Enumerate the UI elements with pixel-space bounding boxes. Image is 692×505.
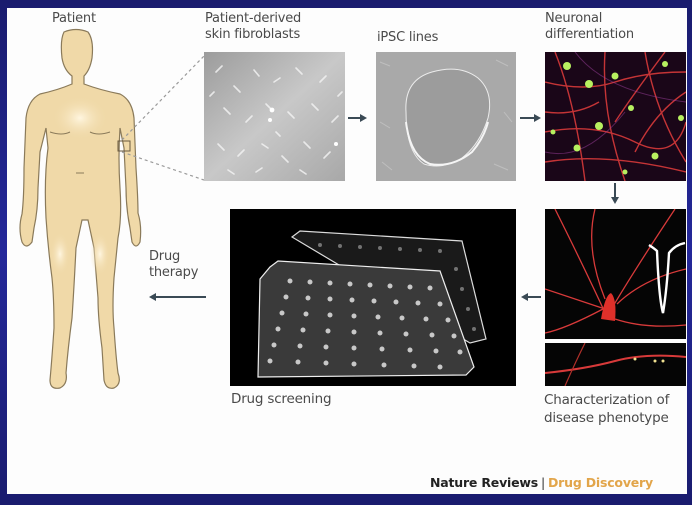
arrow-right-icon [348,114,367,122]
zoom-connector-lines [121,55,205,181]
neuron-fluorescence-image [545,52,686,181]
patient-label: Patient [52,11,96,26]
arrow-left-icon [149,293,206,301]
human-body-icon [19,28,142,389]
credit-separator: | [540,475,545,490]
fibroblasts-label: Patient-derived skin fibroblasts [205,11,302,42]
neuron-dendrite-image [545,343,686,386]
ipsc-colony-micrograph [376,52,516,181]
arrow-down-icon [611,183,619,204]
ipsc-label: iPSC lines [377,30,439,45]
source-credit: Nature Reviews|Drug Discovery [430,475,653,490]
arrow-left-icon [521,293,541,301]
neuron-electrophysiology-image [545,209,686,339]
fibroblast-micrograph [204,52,345,181]
neuronal-label: Neuronal differentiation [545,11,634,42]
arrow-right-icon [520,114,541,122]
drug-screening-label: Drug screening [231,391,332,407]
journal-section: Drug Discovery [547,475,653,490]
characterization-label: Characterization of disease phenotype [544,392,670,426]
multiwell-plate-image [230,209,516,386]
journal-name: Nature Reviews [430,475,538,490]
drug-therapy-label: Drug therapy [149,249,199,280]
